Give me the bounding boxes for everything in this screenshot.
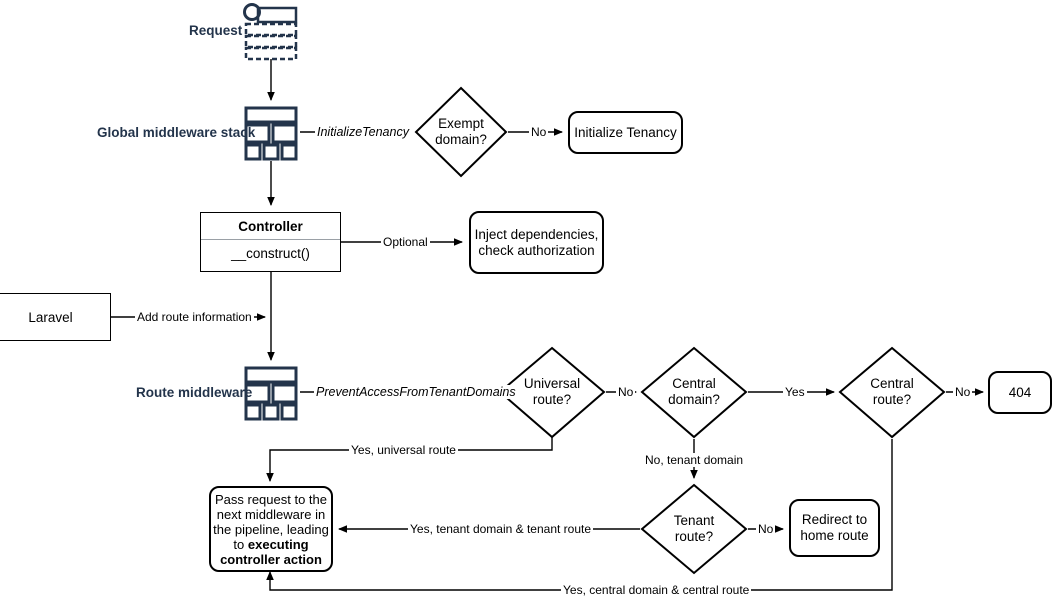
central-route-line2: route? [872,392,912,407]
edge-label-universal-no: No [616,385,636,399]
edge-label-central-domain-yes: Yes [783,385,807,399]
pass-request-line3: the pipeline, leading [213,521,329,537]
decision-central-domain-label: Central domain? [646,370,742,414]
edge-label-optional: Optional [381,235,430,249]
middleware-stack-icon-route [244,366,298,421]
initialize-tenancy-node[interactable]: Initialize Tenancy [568,111,683,154]
decision-central-route [838,346,946,439]
request-label: Request [189,23,243,38]
pass-request-node[interactable]: Pass request to the next middleware in t… [209,486,333,572]
route-middleware-label: Route middleware [136,385,253,400]
decision-universal-route-label: Universal route? [502,370,602,414]
central-domain-line2: domain? [668,392,720,407]
central-route-line1: Central [870,376,914,391]
initialize-tenancy-text: Initialize Tenancy [574,124,677,140]
edge-label-initialize-tenancy: InitializeTenancy [315,125,411,139]
pass-request-to-word: to [233,536,245,552]
pass-request-line2: next middleware in [216,506,326,522]
decision-exempt-domain-label: Exempt domain? [416,110,506,154]
exempt-domain-line1: Exempt [438,116,484,131]
global-middleware-stack-label: Global middleware stack [97,125,256,140]
redirect-home-line1: Redirect to [801,512,868,527]
controller-construct-method: __construct() [231,246,310,261]
decision-central-domain [640,346,748,439]
tenant-route-line1: Tenant [673,513,715,528]
exempt-domain-line2: domain? [435,132,487,147]
universal-route-line1: Universal [523,376,581,391]
redirect-home-line2: home route [800,528,869,543]
not-found-text: 404 [1008,384,1032,400]
tenant-route-line2: route? [674,529,714,544]
edge-label-prevent-access: PreventAccessFromTenantDomains [314,385,518,399]
inject-dependencies-node[interactable]: Inject dependencies, check authorization [469,211,604,274]
decision-tenant-route [640,483,748,575]
controller-node[interactable]: Controller __construct() [200,212,341,272]
http-request-icon [243,3,298,61]
redirect-home-node[interactable]: Redirect to home route [789,499,880,557]
pass-request-line4: to executing [233,537,308,552]
decision-central-route-label: Central route? [844,370,940,414]
middleware-stack-icon-global [244,106,298,161]
central-domain-line1: Central [672,376,716,391]
edge-label-yes-tenant-domain-tenant-route: Yes, tenant domain & tenant route [408,522,594,536]
edge-label-yes-central-domain-central-route: Yes, central domain & central route [561,583,752,597]
pass-request-line1: Pass request to the [214,491,327,507]
universal-route-line2: route? [532,392,572,407]
laravel-node[interactable]: Laravel [0,293,111,341]
edge-label-no-tenant-domain: No, tenant domain [643,453,746,467]
edge-label-exempt-no: No [529,125,549,139]
not-found-node[interactable]: 404 [988,371,1052,414]
edge-label-tenant-route-no: No [756,522,776,536]
inject-dependencies-line1: Inject dependencies, [474,226,599,242]
pass-request-bold-executing: executing [247,536,309,552]
decision-tenant-route-label: Tenant route? [646,507,742,551]
decision-exempt-domain [414,86,508,178]
edge-label-central-route-no: No [953,385,973,399]
edge-label-add-route-information: Add route information [135,310,254,324]
edge-label-yes-universal-route: Yes, universal route [349,443,458,457]
pass-request-bold-controller-action: controller action [220,551,322,567]
inject-dependencies-line2: check authorization [478,242,595,258]
controller-title: Controller [201,213,340,240]
laravel-text: Laravel [28,309,73,325]
